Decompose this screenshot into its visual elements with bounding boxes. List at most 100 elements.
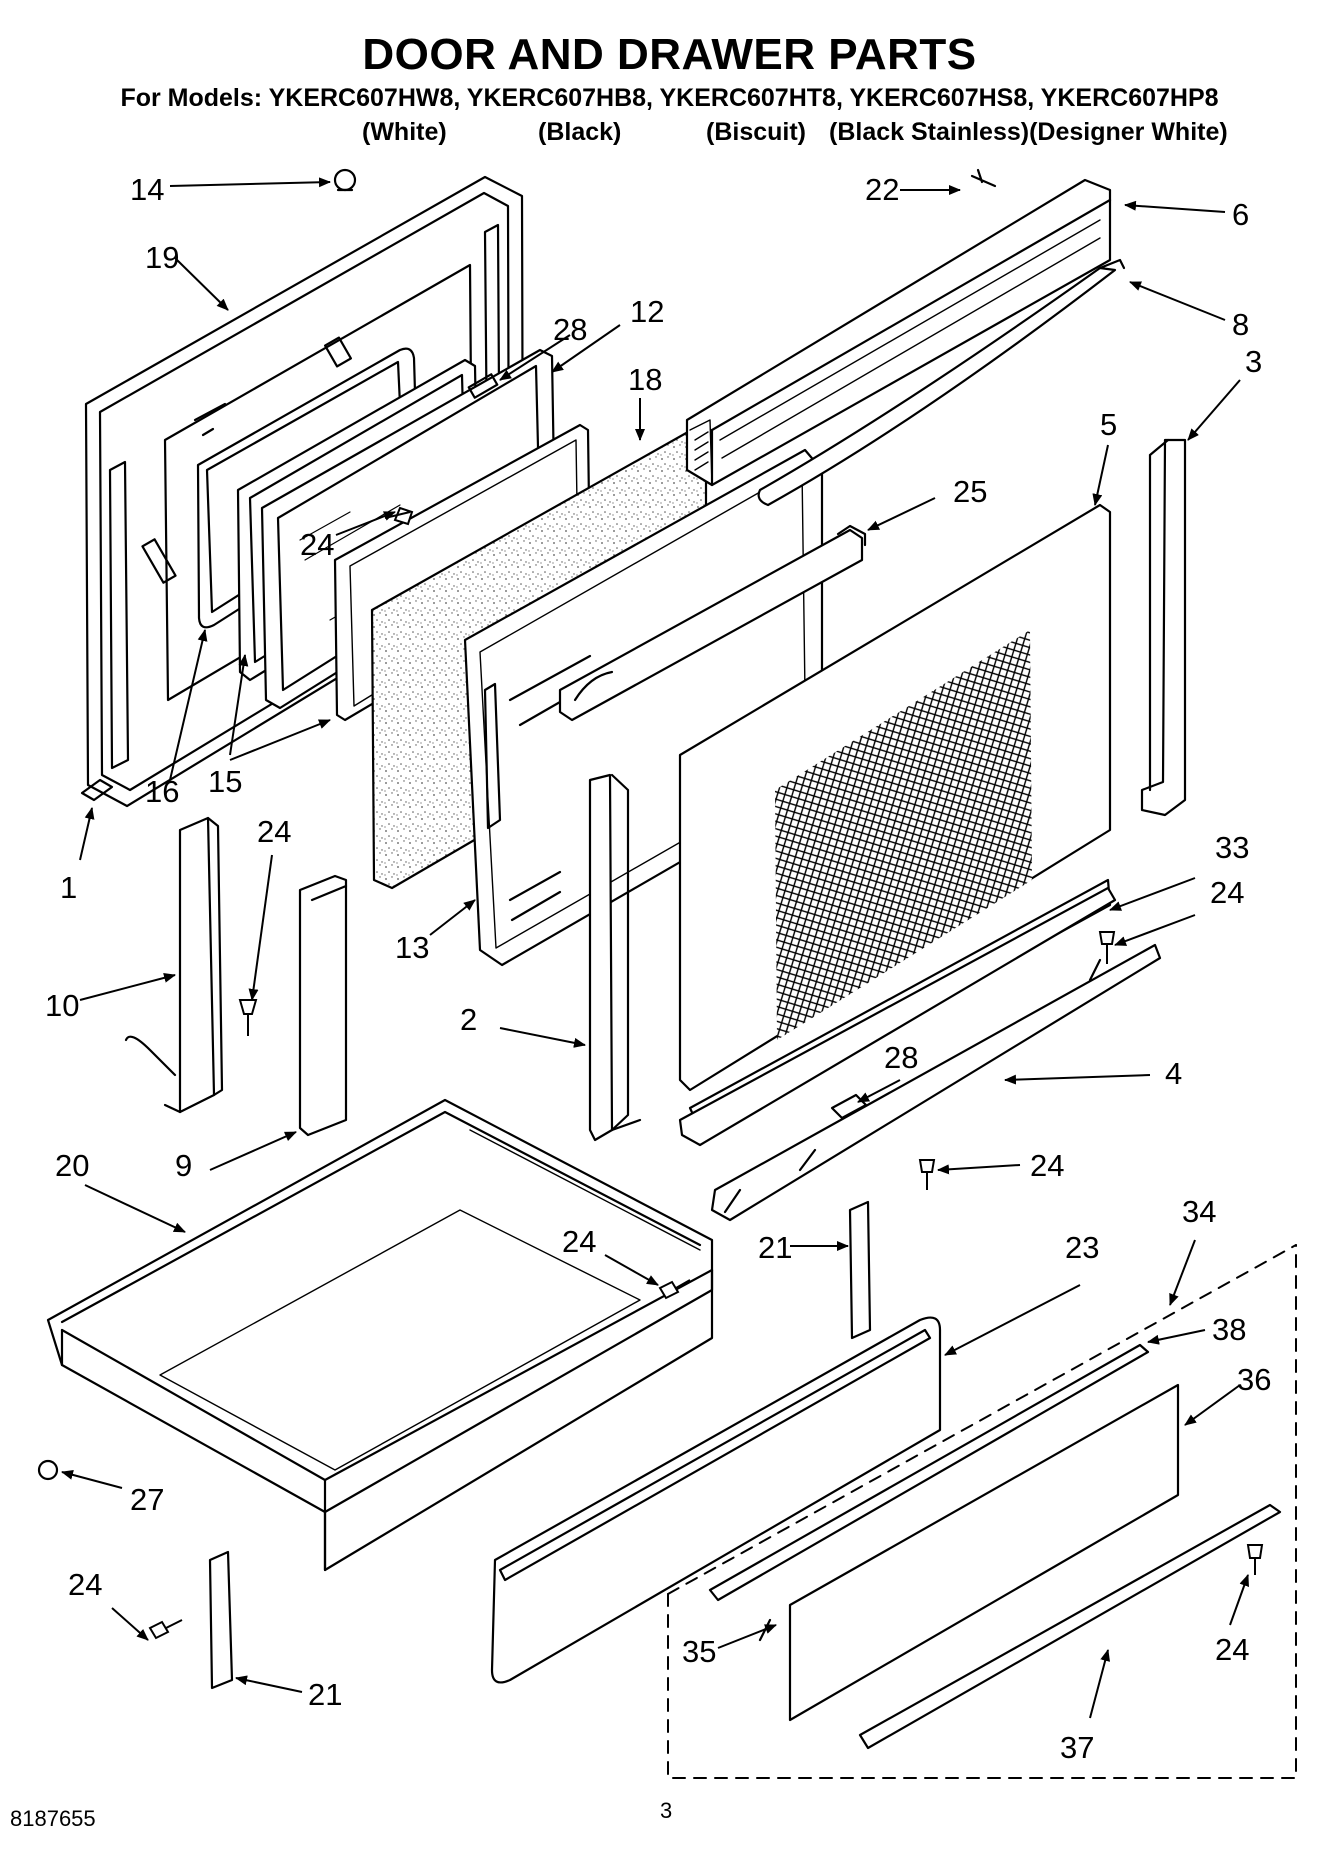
screw-24-b [238, 999, 258, 1036]
variant-white: (White) [362, 118, 447, 146]
screw-24-e [658, 1279, 691, 1300]
callout-5: 5 [1100, 407, 1117, 442]
callout-13: 13 [395, 930, 429, 965]
callout-38: 38 [1212, 1312, 1246, 1347]
part-9-side-trim [298, 874, 348, 1137]
callout-21a: 21 [758, 1230, 792, 1265]
callout-8: 8 [1232, 307, 1249, 342]
leader-27 [61, 1470, 123, 1489]
callout-36: 36 [1237, 1362, 1271, 1397]
part-6-vent-trim [685, 178, 1112, 487]
callout-6: 6 [1232, 197, 1249, 232]
leader-8 [1129, 281, 1226, 321]
leader-37 [1089, 1649, 1111, 1719]
leader-14 [169, 177, 331, 188]
leader-23 [944, 1284, 1081, 1356]
callout-21b: 21 [308, 1677, 342, 1712]
part-23-drawer-front [490, 1316, 942, 1684]
callout-1: 1 [60, 870, 77, 905]
part-4-lower-trim [678, 886, 1162, 1222]
part-8-door-handle [757, 258, 1126, 507]
callout-20: 20 [55, 1148, 89, 1183]
callout-37: 37 [1060, 1730, 1094, 1765]
callout-28b: 28 [884, 1040, 918, 1075]
part-27-bumper [37, 1459, 59, 1481]
callout-24c: 24 [1210, 875, 1244, 910]
leader-1 [79, 807, 95, 861]
leader-38 [1147, 1329, 1206, 1345]
leader-28b [857, 1079, 901, 1103]
leader-24g [1229, 1574, 1249, 1626]
part-2-side-trim [588, 773, 642, 1142]
leader-24a [335, 511, 396, 536]
callout-10: 10 [45, 988, 79, 1023]
callout-12: 12 [630, 294, 664, 329]
leader-5 [1092, 444, 1109, 506]
callout-28a: 28 [553, 312, 587, 347]
leader-12 [551, 324, 621, 373]
callout-16: 16 [145, 774, 179, 809]
callout-33: 33 [1215, 830, 1249, 865]
page-title: DOOR AND DRAWER PARTS [362, 30, 977, 79]
variant-black: (Black) [538, 118, 622, 146]
leader-2 [499, 1027, 586, 1048]
leader-24e [604, 1254, 659, 1286]
callout-24g: 24 [1215, 1632, 1249, 1667]
callout-14: 14 [130, 172, 164, 207]
part-1-clip [80, 778, 114, 802]
screw-24-f [148, 1619, 183, 1640]
leader-28a [499, 334, 571, 381]
part-34-kit-diagonal [667, 1244, 1297, 1595]
leader-20 [84, 1184, 186, 1233]
callout-2: 2 [460, 1002, 477, 1037]
leader-33 [1109, 877, 1196, 911]
part-38-trim-strip [708, 1343, 1150, 1602]
screw-24-g [1246, 1544, 1264, 1575]
leader-24d [937, 1164, 1021, 1175]
callout-15: 15 [208, 764, 242, 799]
part-22-screw [970, 168, 997, 188]
callout-19: 19 [145, 240, 179, 275]
leader-24f [111, 1607, 149, 1641]
leader-19 [174, 257, 229, 311]
leader-15b [229, 719, 331, 761]
leader-13 [429, 899, 476, 936]
part-37-lower-trim-strip [858, 1503, 1282, 1750]
callout-24b: 24 [257, 814, 291, 849]
leader-3 [1187, 379, 1241, 441]
callout-35: 35 [682, 1634, 716, 1669]
part-34-kit-boundary [667, 1244, 1297, 1779]
part-20-drawer [46, 1098, 714, 1572]
callout-3: 3 [1245, 344, 1262, 379]
callout-24e: 24 [562, 1224, 596, 1259]
screw-24-d [918, 1159, 936, 1190]
variant-stainless-designer: (Black Stainless)(Designer White) [829, 118, 1228, 146]
leader-4 [1004, 1074, 1151, 1085]
callout-25: 25 [953, 474, 987, 509]
leader-35 [717, 1624, 777, 1649]
callout-34: 34 [1182, 1194, 1216, 1229]
leader-25 [867, 497, 936, 531]
leader-16 [169, 629, 208, 781]
part-21-drawer-slide-upper [848, 1200, 872, 1340]
part-10-hinge [124, 816, 224, 1114]
callout-24a: 24 [300, 527, 334, 562]
callout-24f: 24 [68, 1567, 102, 1602]
document-number: 8187655 [10, 1806, 96, 1831]
callout-24d: 24 [1030, 1148, 1064, 1183]
leader-36 [1184, 1384, 1241, 1426]
part-14-bumper [333, 168, 357, 192]
leader-21b [235, 1675, 303, 1693]
callout-4: 4 [1165, 1056, 1182, 1091]
leader-34 [1169, 1239, 1196, 1306]
page-number: 3 [660, 1798, 673, 1823]
variant-biscuit: (Biscuit) [706, 118, 806, 146]
models-line: For Models: YKERC607HW8, YKERC607HB8, YK… [120, 84, 1219, 112]
screw-24-c [1098, 931, 1116, 964]
part-28-clip [830, 1093, 868, 1120]
leader-15a [229, 654, 249, 756]
leader-9 [209, 1131, 297, 1171]
part-21-drawer-slide-lower [208, 1550, 234, 1690]
leader-24c [1114, 914, 1196, 946]
